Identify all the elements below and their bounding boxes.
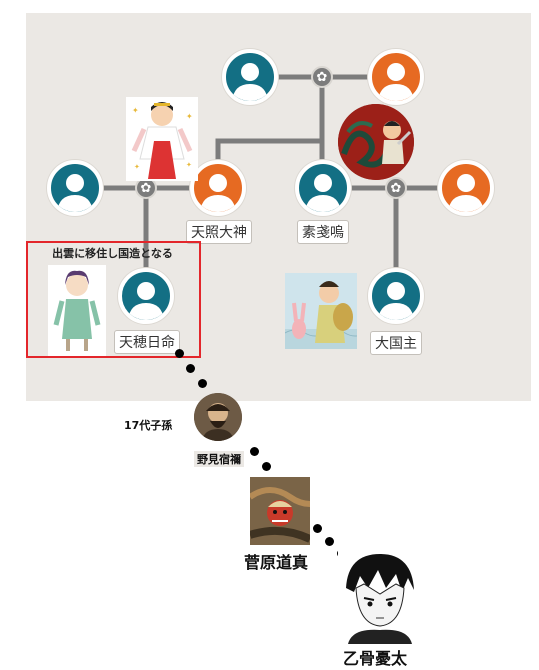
person-silhouette-icon [232, 63, 268, 101]
izumo-highlight-box [26, 241, 201, 358]
person-silhouette-icon [378, 282, 414, 320]
lineage-dot [250, 447, 259, 456]
svg-text:✦: ✦ [134, 163, 140, 171]
person-avatar-izanagi [222, 49, 278, 105]
person-avatar-amenohohi [118, 268, 174, 324]
marriage-knot: ✿ [385, 177, 407, 199]
sugawara-painting [250, 477, 310, 545]
person-avatar-izanami [368, 49, 424, 105]
amaterasu-illustration: ✦ ✦ ✦ ✦ [126, 97, 198, 181]
person-avatar-kushinada [438, 160, 494, 216]
marriage-knot: ✿ [311, 66, 333, 88]
person-silhouette-icon [128, 282, 164, 320]
amenohohi-illustration [48, 265, 106, 357]
lineage-dot [175, 349, 184, 358]
name-label-amaterasu: 天照大神 [186, 220, 252, 244]
lineage-dot [186, 364, 195, 373]
person-silhouette-icon [378, 63, 414, 101]
svg-text:✦: ✦ [186, 161, 192, 169]
name-label-susanoo: 素戔嗚 [297, 220, 349, 244]
okkotsu-manga-panel [338, 548, 420, 644]
person-silhouette-icon [305, 174, 341, 212]
person-avatar-susanoo [295, 160, 351, 216]
person-avatar-left-spouse [47, 160, 103, 216]
svg-text:✦: ✦ [186, 112, 193, 121]
okuninushi-illustration [285, 273, 357, 349]
lineage-dot [325, 537, 334, 546]
person-silhouette-icon [57, 174, 93, 212]
lineage-dot [262, 462, 271, 471]
svg-text:✦: ✦ [132, 106, 139, 115]
nomi-portrait [194, 393, 242, 441]
generation-caption: 17代子孫 [124, 419, 173, 432]
izumo-caption: 出雲に移住し国造となる [52, 247, 173, 260]
person-silhouette-icon [200, 174, 236, 212]
person-name-sugawara: 菅原道真 [244, 553, 309, 572]
name-label-okuninushi: 大国主 [370, 331, 422, 355]
person-avatar-amaterasu [190, 160, 246, 216]
person-avatar-okuninushi [368, 268, 424, 324]
name-label-amenohohi: 天穂日命 [114, 330, 180, 354]
lineage-dot [313, 524, 322, 533]
person-silhouette-icon [448, 174, 484, 212]
susanoo-illustration [338, 104, 414, 180]
lineage-dot [198, 379, 207, 388]
person-name-okkotsu: 乙骨憂太 [343, 649, 408, 668]
person-name-nomi: 野見宿禰 [194, 451, 244, 467]
